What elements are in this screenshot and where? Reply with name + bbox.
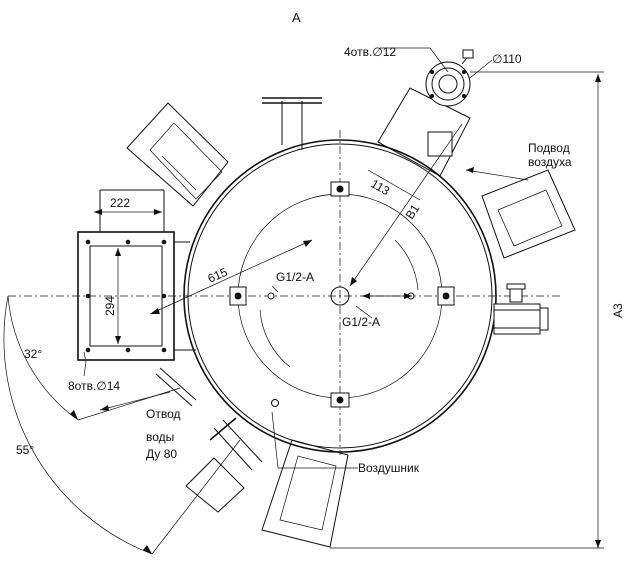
air-inlet-flange bbox=[377, 49, 474, 177]
air-supply-label-line1: Подвод bbox=[528, 141, 570, 155]
water-outlet-nozzle bbox=[155, 367, 263, 513]
thread-label-right: G1/2-А bbox=[342, 315, 380, 329]
dimension-113: 113 bbox=[369, 176, 393, 198]
water-outlet-line2: воды bbox=[146, 430, 174, 444]
holes-left-label: 8отв.∅14 bbox=[68, 379, 120, 393]
water-outlet-line1: Отвод bbox=[146, 407, 180, 421]
air-vent-label: Воздушник bbox=[358, 461, 420, 475]
diameter-110-label: ∅110 bbox=[492, 52, 522, 66]
air-supply-label-line2: воздуха bbox=[528, 155, 572, 169]
inner-lugs bbox=[229, 181, 455, 408]
nozzle-top bbox=[262, 97, 322, 150]
holes-top-label: 4отв.∅12 bbox=[344, 45, 396, 59]
nozzle-bottom-box bbox=[261, 439, 349, 548]
dimension-lines bbox=[3, 47, 604, 555]
angle-32: 32° bbox=[24, 347, 42, 361]
dimension-a3: А3 bbox=[611, 303, 625, 318]
nozzle-upper-left-box bbox=[126, 102, 229, 207]
water-outlet-line3: Ду 80 bbox=[146, 447, 177, 461]
left-rectangular-flange bbox=[77, 189, 196, 361]
dimension-222: 222 bbox=[110, 196, 130, 210]
vessel-body bbox=[8, 130, 560, 455]
thread-label-left: G1/2-А bbox=[276, 270, 314, 284]
view-label: А bbox=[292, 10, 301, 25]
right-fitting bbox=[493, 283, 549, 335]
dimension-294: 294 bbox=[103, 296, 117, 316]
dimension-615: 615 bbox=[206, 265, 230, 286]
dimension-b1: В1 bbox=[403, 201, 423, 221]
nozzle-right-box bbox=[481, 169, 576, 259]
angle-55: 55° bbox=[16, 443, 34, 457]
